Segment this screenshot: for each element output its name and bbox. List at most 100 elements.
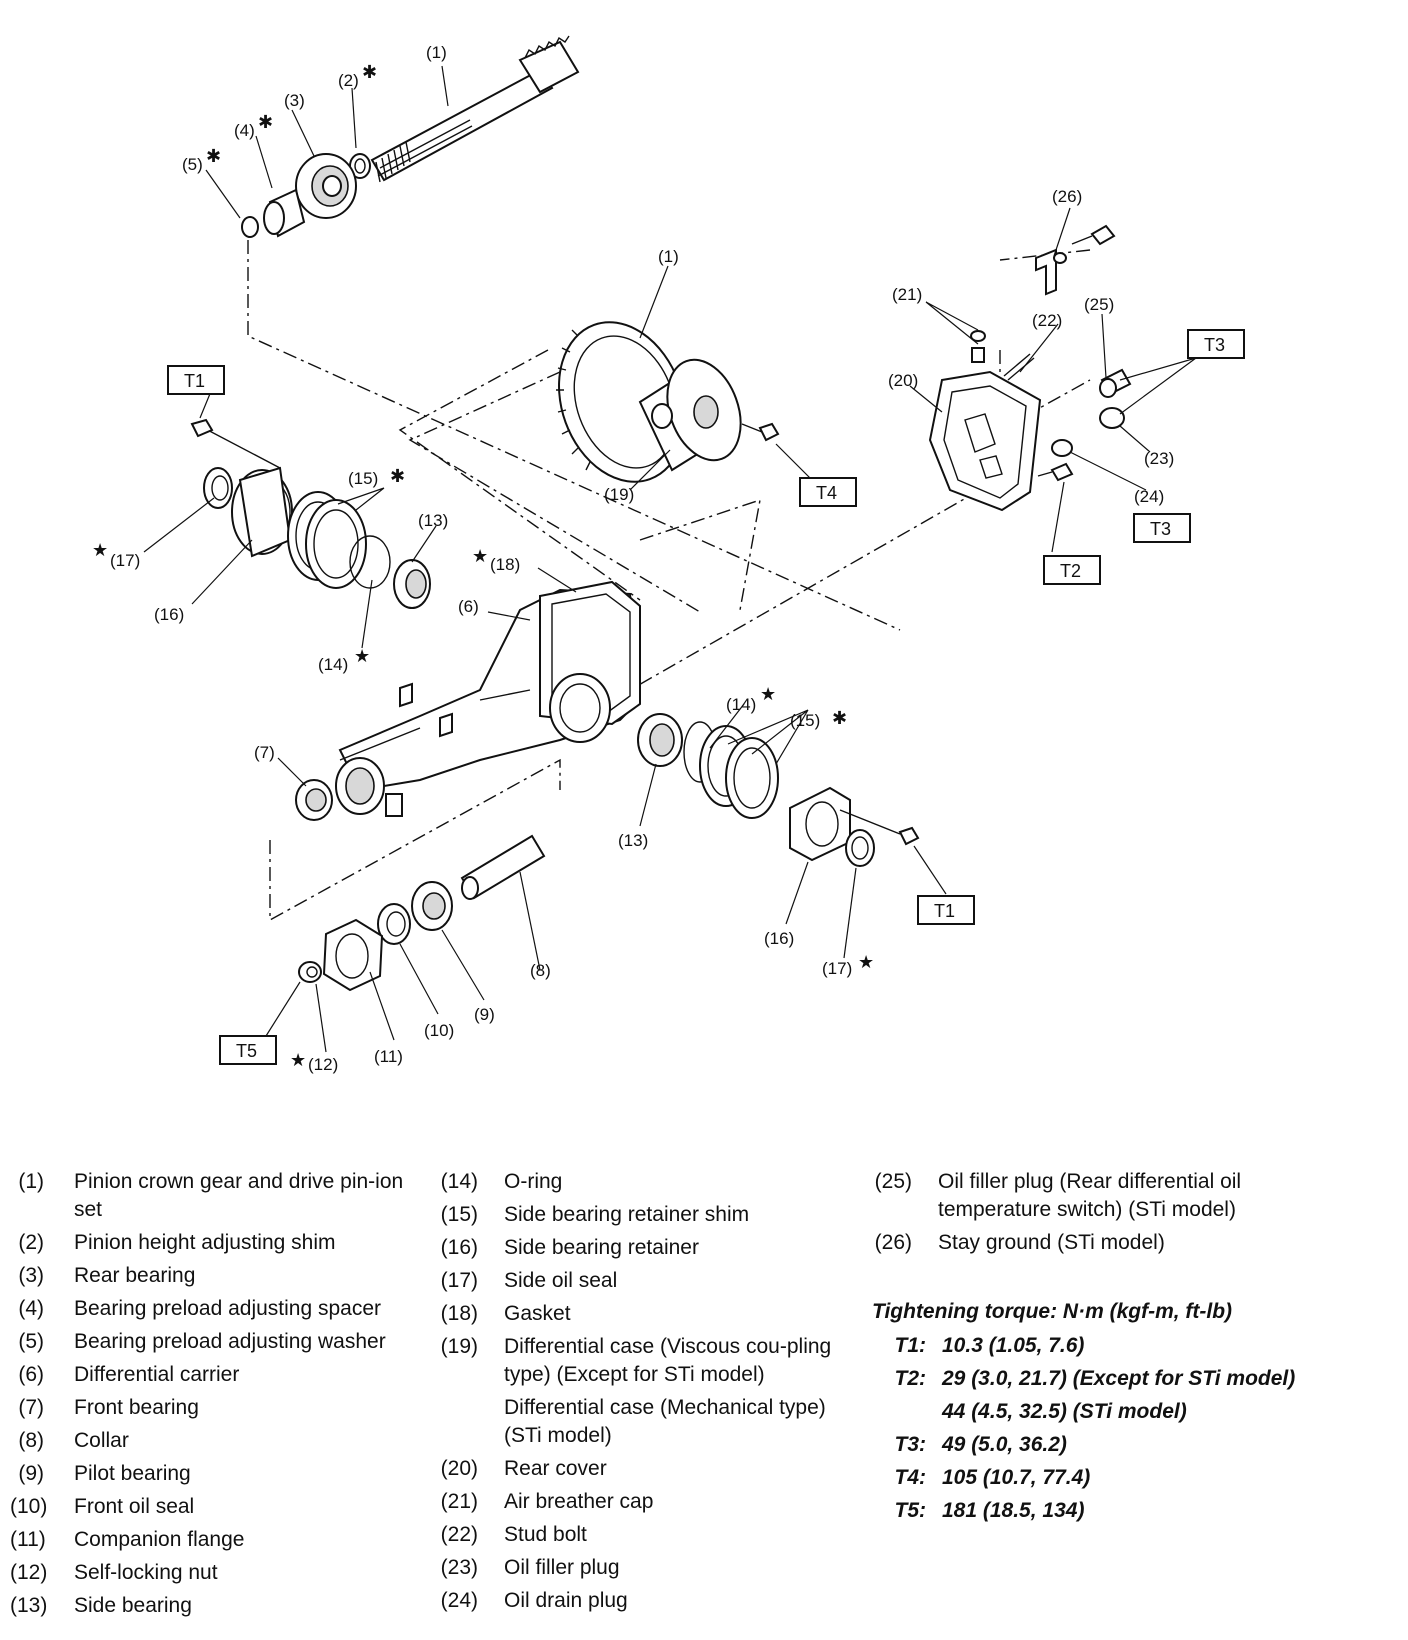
legend-item-number: (10) — [10, 1495, 48, 1518]
legend-item-number: (26) — [874, 1231, 912, 1254]
legend-item-number: (22) — [440, 1523, 478, 1546]
callout-15a: (15) — [348, 469, 378, 488]
asterisk-marker-15b: ✱ — [832, 708, 847, 728]
legend-item: (1) Pinion crown gear and drive pin-ion s… — [10, 1168, 430, 1224]
oil-filler-plug-switch — [1099, 368, 1132, 398]
callout-10: (10) — [424, 1021, 454, 1040]
legend-item: Differential case (Mechanical type) (STi… — [436, 1394, 856, 1450]
legend-item: (16)Side bearing retainer — [436, 1234, 856, 1262]
legend-item-text: Differential case (Mechanical type) (STi… — [504, 1396, 826, 1447]
side-bearing-right — [637, 713, 683, 767]
legend-item-number: (5) — [18, 1330, 44, 1353]
markers: ✱ ✱ ✱ ✱ ✱ ★ ★ ★ ★ ★ ★ — [92, 62, 874, 1070]
legend-item: (17)Side oil seal — [436, 1267, 856, 1295]
torque-tags: T1 T3 T4 T3 T2 T1 T5 — [167, 329, 1245, 1065]
legend-item: (12)Self-locking nut — [10, 1559, 430, 1587]
side-retainer-shims-left — [287, 491, 367, 589]
legend-item: (4) Bearing preload adjusting spacer — [10, 1295, 430, 1323]
legend-item-text: Oil filler plug — [504, 1556, 620, 1579]
legend-item-number: (3) — [18, 1264, 44, 1287]
legend-item-number: (17) — [440, 1269, 478, 1292]
torque-row: T5:181 (18.5, 134) — [872, 1497, 1322, 1525]
torque-row: T4:105 (10.7, 77.4) — [872, 1464, 1322, 1492]
retainer-bolt-line-right — [839, 809, 901, 835]
legend-item-text: Stud bolt — [504, 1523, 587, 1546]
callout-1b: (1) — [658, 247, 679, 266]
o-ring-left — [349, 535, 391, 589]
star-marker-12: ★ — [290, 1050, 306, 1070]
legend-item-text: Rear cover — [504, 1457, 607, 1480]
callout-6: (6) — [458, 597, 479, 616]
ring-gear-bolt — [741, 422, 780, 442]
legend-item-text: Side bearing retainer — [504, 1236, 699, 1259]
callout-20: (20) — [888, 371, 918, 390]
oil-filler-plug — [1099, 407, 1125, 429]
legend-item-text: Pinion height adjusting shim — [74, 1231, 336, 1254]
torque-tag-t5: T5 — [236, 1041, 257, 1061]
callout-5: (5) — [182, 155, 203, 174]
legend-item: (21) Air breather cap — [436, 1488, 856, 1516]
companion-flange — [322, 918, 384, 992]
side-bearing-left — [393, 559, 431, 609]
stud-bolt — [1003, 353, 1035, 381]
callout-8: (8) — [530, 961, 551, 980]
callout-16b: (16) — [764, 929, 794, 948]
exploded-diagram: (1) (2) (3) (4) (5) (1) (26) (21) (22) (… — [92, 35, 1245, 1074]
callout-17a: (17) — [110, 551, 140, 570]
legend-item: (6)Differential carrier — [10, 1361, 430, 1389]
callout-13b: (13) — [618, 831, 648, 850]
star-marker-14a: ★ — [354, 646, 370, 666]
legend-item: (23)Oil filler plug — [436, 1554, 856, 1582]
legend-item-text: Side bearing — [74, 1594, 192, 1617]
callout-12: (12) — [308, 1055, 338, 1074]
torque-tag-t4: T4 — [816, 483, 837, 503]
callout-9: (9) — [474, 1005, 495, 1024]
legend-item: (11)Companion flange — [10, 1526, 430, 1554]
callout-7: (7) — [254, 743, 275, 762]
legend-item-number: (8) — [18, 1429, 44, 1452]
pilot-bearing — [411, 881, 453, 931]
rear-bearing — [295, 153, 357, 219]
legend-item-text: O-ring — [504, 1170, 563, 1193]
legend-item: (5) Bearing preload adjusting washer — [10, 1328, 430, 1356]
front-oil-seal — [377, 903, 411, 945]
torque-row: 44 (4.5, 32.5) (STi model) — [872, 1398, 1322, 1426]
legend-item-number: (18) — [440, 1302, 478, 1325]
differential-case-assembly — [556, 321, 742, 483]
legend-item: (18) Gasket — [436, 1300, 856, 1328]
torque-value: 29 (3.0, 21.7) (Except for STi model) — [942, 1367, 1296, 1390]
legend-item-text: Air breather cap — [504, 1490, 654, 1513]
legend-item-number: (4) — [18, 1297, 44, 1320]
legend-column-2: (14)O-ring(15)Side bearing retainer shim… — [436, 1168, 856, 1620]
legend-item-number — [436, 1394, 478, 1450]
callout-13a: (13) — [418, 511, 448, 530]
star-marker-17b: ★ — [858, 952, 874, 972]
legend-item: (20) Rear cover — [436, 1455, 856, 1483]
legend-column-1: (1) Pinion crown gear and drive pin-ion s… — [10, 1168, 430, 1625]
legend-item-text: Pinion crown gear and drive pin-ion set — [74, 1170, 404, 1221]
legend-item-number: (1) — [18, 1170, 44, 1193]
retainer-bolt-line-left — [199, 425, 281, 469]
legend-item-number: (21) — [440, 1490, 478, 1513]
callout-18: (18) — [490, 555, 520, 574]
legend-item: (13) Side bearing — [10, 1592, 430, 1620]
legend-item-text: Bearing preload adjusting spacer — [74, 1297, 382, 1320]
legend-item-number: (20) — [440, 1457, 478, 1480]
callout-24: (24) — [1134, 487, 1164, 506]
stay-ground — [1035, 248, 1067, 296]
legend-item: (15)Side bearing retainer shim — [436, 1201, 856, 1229]
legend-item: (8)Collar — [10, 1427, 430, 1455]
retainer-bolt-right — [898, 826, 920, 846]
drive-pinion-shaft — [370, 35, 580, 183]
torque-tag-t2: T2 — [1060, 561, 1081, 581]
torque-key — [872, 1398, 926, 1426]
legend-item: (24)Oil drain plug — [436, 1587, 856, 1615]
torque-row: T3:49 (5.0, 36.2) — [872, 1431, 1322, 1459]
torque-value: 105 (10.7, 77.4) — [942, 1466, 1091, 1489]
air-breather-cap — [970, 330, 986, 363]
legend-item-number: (13) — [10, 1594, 48, 1617]
legend-item-text: Gasket — [504, 1302, 571, 1325]
callout-2: (2) — [338, 71, 359, 90]
legend-item-number: (6) — [18, 1363, 44, 1386]
legend-item-text: Bearing preload adjusting washer — [74, 1330, 386, 1353]
